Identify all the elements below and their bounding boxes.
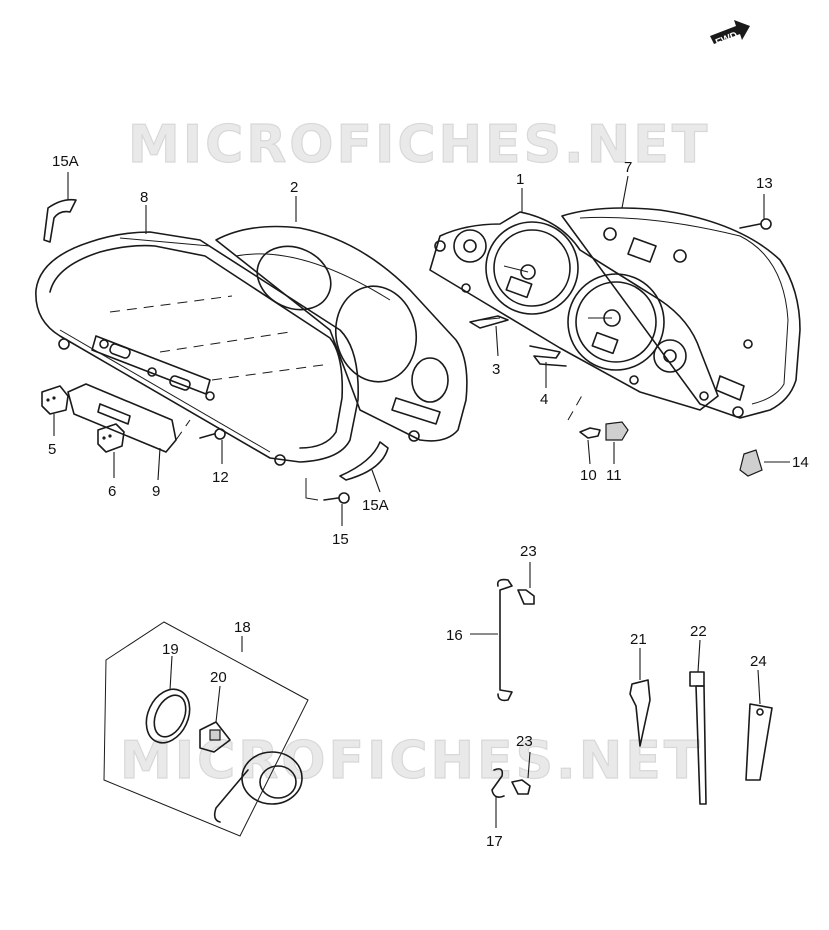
callout-1: 1	[516, 171, 524, 188]
callout-13: 13	[756, 175, 773, 192]
leader-lines	[53, 172, 790, 828]
part-2-face-plate	[215, 225, 468, 442]
part-22-cable-tie	[689, 671, 707, 805]
part-15-screw	[305, 478, 350, 504]
part-7-rear-case	[561, 207, 801, 419]
part-23-screw-bottom	[511, 779, 531, 795]
fwd-arrow-icon: FWD	[710, 20, 750, 49]
part-18-socket-assembly	[213, 751, 303, 823]
part-3-clip	[469, 315, 509, 329]
callout-5: 5	[48, 441, 56, 458]
callout-24: 24	[750, 653, 767, 670]
callout-7: 7	[624, 159, 632, 176]
callout-12: 12	[212, 469, 229, 486]
part-12-screw	[199, 428, 226, 440]
part-19-ring	[145, 688, 191, 744]
callout-20: 20	[210, 669, 227, 686]
callout-8: 8	[140, 189, 148, 206]
part-4-spring-clip	[529, 345, 567, 367]
part-20-bushing	[199, 721, 231, 753]
callout-10: 10	[580, 467, 597, 484]
callout-6: 6	[108, 483, 116, 500]
callout-15a-top: 15A	[52, 153, 79, 170]
callout-15a-bottom: 15A	[362, 497, 389, 514]
part-16-wire-bracket	[496, 578, 513, 702]
callout-19: 19	[162, 641, 179, 658]
callout-4: 4	[540, 391, 548, 408]
watermark-top: MICROFICHES.NET	[128, 115, 710, 175]
part-14-cap	[739, 449, 763, 477]
callout-9: 9	[152, 483, 160, 500]
callout-23-top: 23	[520, 543, 537, 560]
part-21-clip	[629, 679, 651, 747]
part-10-bulb	[579, 427, 601, 439]
callout-18: 18	[234, 619, 251, 636]
dash-guide-10	[567, 391, 585, 421]
callout-23-bottom: 23	[516, 733, 533, 750]
callout-15: 15	[332, 531, 349, 548]
part-8-meter-case	[35, 231, 359, 466]
part-17-spring-clip	[491, 768, 505, 798]
part-9-indicator-lens	[67, 383, 191, 453]
part-15a-trim-bottom	[339, 441, 389, 481]
callout-2: 2	[290, 179, 298, 196]
callout-21: 21	[630, 631, 647, 648]
part-11-socket	[605, 421, 629, 441]
callout-22: 22	[690, 623, 707, 640]
callout-16: 16	[446, 627, 463, 644]
part-13-screw	[739, 218, 772, 230]
part-18-group-box	[103, 621, 309, 837]
watermark-bottom: MICROFICHES.NET	[120, 731, 702, 791]
fwd-label: FWD	[714, 30, 739, 49]
callout-11: 11	[606, 467, 622, 484]
part-5-bulb-block	[41, 385, 69, 415]
callout-14: 14	[792, 454, 809, 471]
callout-17: 17	[486, 833, 503, 850]
part-1-instrument-cluster	[429, 211, 719, 411]
part-23-screw-top	[517, 589, 535, 605]
part-15a-trim-top	[43, 198, 77, 243]
part-6-socket-block	[97, 423, 125, 453]
callout-3: 3	[492, 361, 500, 378]
part-24-strap	[745, 703, 773, 781]
callout-labels: 15A 8 2 1 7 13 3 4 5 6 9 12 15A 15 10 11…	[48, 153, 809, 850]
